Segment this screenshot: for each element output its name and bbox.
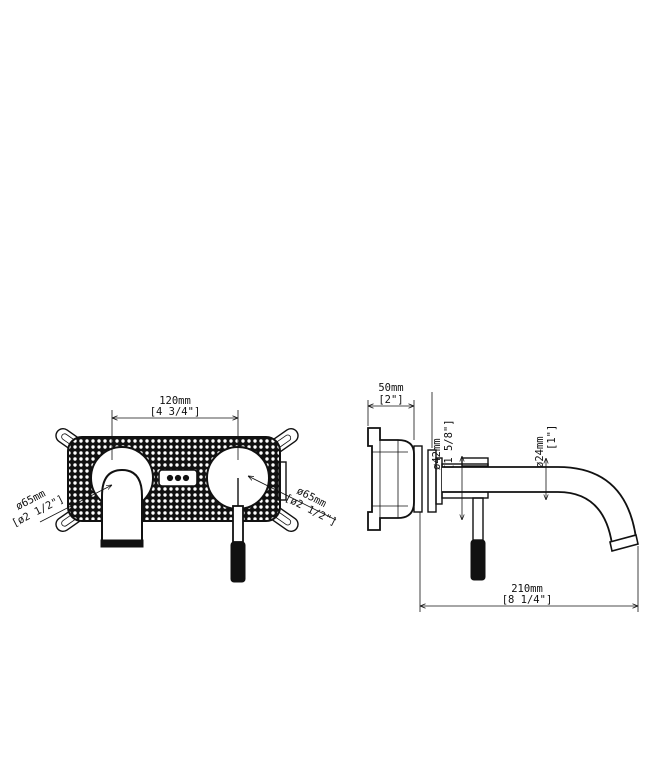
depth-label: 50mm xyxy=(378,382,403,394)
front-view: 120mm [4 3/4"] ø65mm [ø2 1/2"] ø65mm [ø2… xyxy=(10,395,339,583)
flange-diameter-dimension: ø42mm [1 5/8"] xyxy=(431,392,462,520)
depth-label-imperial: [2"] xyxy=(378,394,403,406)
depth-dimension: 50mm [2"] xyxy=(367,382,415,440)
front-spout xyxy=(101,468,143,544)
reach-label: 210mm xyxy=(511,583,543,595)
reach-dimension: 210mm [8 1/4"] xyxy=(419,512,639,612)
front-handle-lever xyxy=(232,505,244,543)
width-label-imperial: [4 3/4"] xyxy=(150,406,201,418)
side-view: 50mm [2"] ø42mm [1 5/8"] ø24mm [1"] 210m… xyxy=(367,382,639,612)
side-handle-grip xyxy=(470,539,486,581)
spout-dia-label: ø24mm xyxy=(534,436,546,468)
width-dimension: 120mm [4 3/4"] xyxy=(111,395,239,460)
center-slot xyxy=(158,469,198,487)
reach-label-imperial: [8 1/4"] xyxy=(502,594,553,606)
side-spout xyxy=(442,466,638,546)
spout-diameter-dimension: ø24mm [1"] xyxy=(534,425,560,500)
wall-box xyxy=(367,427,415,531)
front-handle-grip xyxy=(230,541,246,583)
width-label: 120mm xyxy=(159,395,191,407)
spout-dia-label-imperial: [1"] xyxy=(546,425,558,450)
flange-dia-label-imperial: [1 5/8"] xyxy=(443,419,455,470)
flange-dia-label: ø42mm xyxy=(431,438,443,470)
side-handle-lever xyxy=(472,497,484,541)
